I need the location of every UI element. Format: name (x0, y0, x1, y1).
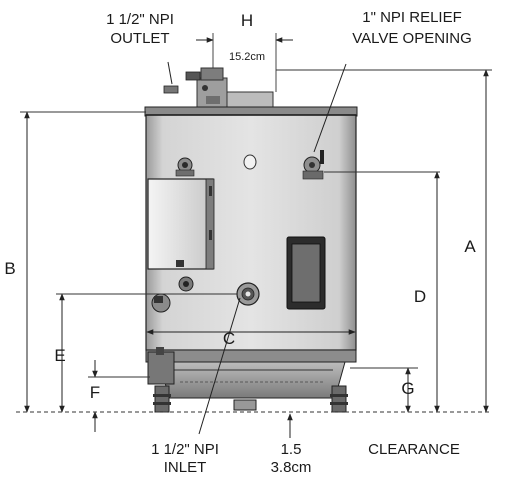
inlet-label-line2: INLET (164, 459, 207, 476)
pressure-gauge-icon (175, 157, 195, 177)
dimension-c-label: C (223, 329, 235, 348)
relief-label-line2: VALVE OPENING (352, 30, 471, 47)
outlet-label-line2: OUTLET (110, 30, 169, 47)
dimension-e-label: E (54, 346, 65, 365)
top-outlet-assembly (185, 67, 274, 109)
heater-illustration (144, 67, 358, 413)
relief-label-line1: 1" NPI RELIEF (362, 9, 462, 26)
dimension-h-value: 15.2cm (229, 51, 265, 63)
dimension-h-label: H (241, 11, 253, 30)
relief-valve-icon (302, 150, 324, 180)
dimension-lines (16, 33, 492, 438)
dimension-a-label: A (464, 237, 476, 256)
clearance-value-line1: 1.5 (281, 441, 302, 458)
dimension-g-label: G (401, 379, 414, 398)
control-panel (147, 178, 215, 270)
sight-port-icon (243, 154, 257, 170)
outlet-fitting-icon (163, 85, 179, 94)
inlet-label-line1: 1 1/2" NPI (151, 441, 219, 458)
access-window (286, 236, 326, 310)
inlet-fitting-icon (236, 282, 260, 306)
labels: 1 1/2" NPI OUTLET H 15.2cm 1" NPI RELIEF… (4, 9, 476, 476)
dimension-b-label: B (4, 259, 15, 278)
dimension-d-label: D (414, 287, 426, 306)
clearance-label: CLEARANCE (368, 441, 460, 458)
dimension-f-label: F (90, 383, 100, 402)
outlet-label-line1: 1 1/2" NPI (106, 11, 174, 28)
clearance-value-line2: 3.8cm (271, 459, 312, 476)
burner-base (145, 347, 357, 413)
gas-valve-icon (151, 276, 194, 313)
